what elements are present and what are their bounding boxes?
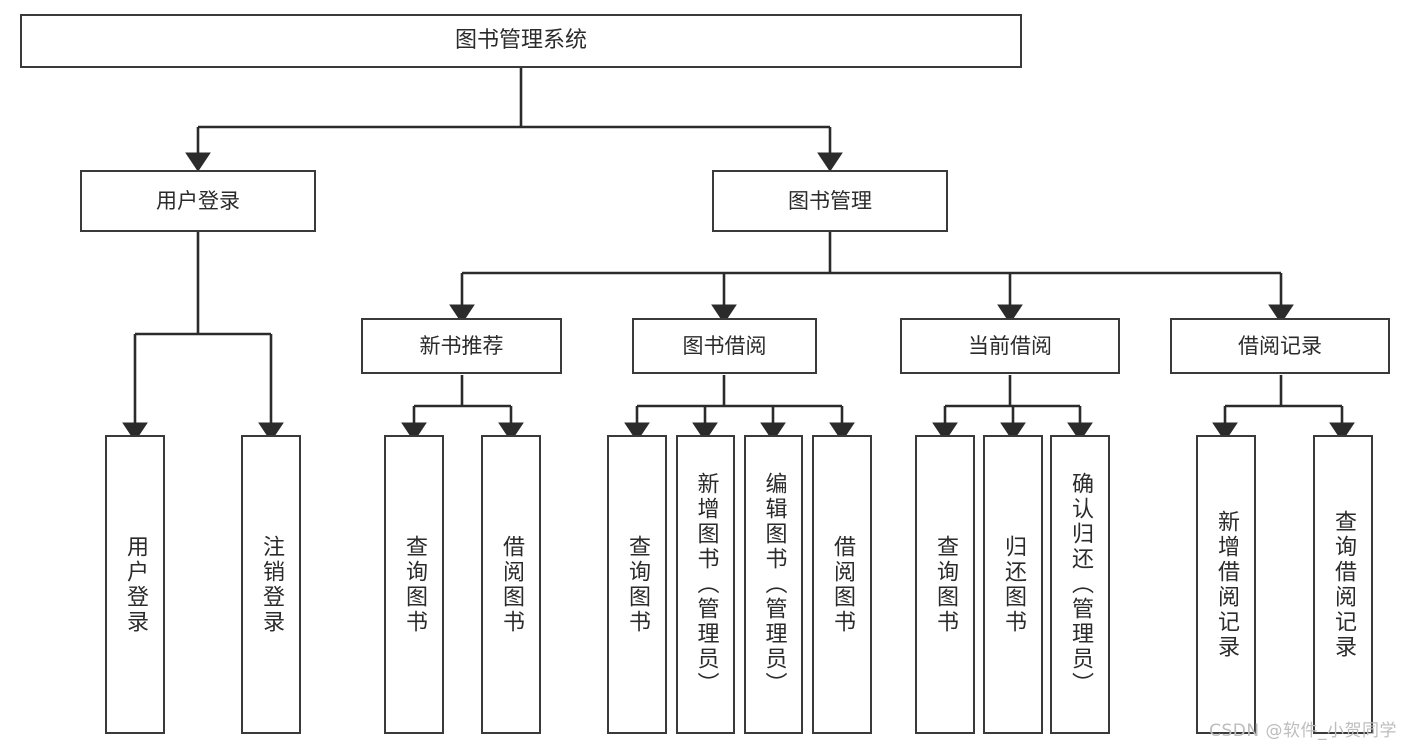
node-label: 注销登录 [259,534,284,635]
node-user-login[interactable]: 用户登录 [80,170,316,232]
node-label: 新增图书（管理员） [693,472,719,697]
node-label: 用户登录 [123,534,148,635]
leaf-add-book-admin[interactable]: 新增图书（管理员） [676,435,735,734]
node-new-book-recommend[interactable]: 新书推荐 [361,318,562,374]
watermark-text: CSDN @软件_小贺同学 [1209,721,1397,741]
node-label: 借阅记录 [1238,333,1322,358]
node-label: 查询借阅记录 [1331,509,1356,660]
leaf-add-borrow-record[interactable]: 新增借阅记录 [1196,435,1256,734]
node-label: 查询图书 [625,534,650,635]
node-label: 图书借阅 [682,333,767,358]
node-label: 确认归还（管理员） [1068,472,1093,697]
node-root-system[interactable]: 图书管理系统 [20,14,1022,68]
leaf-edit-book-admin[interactable]: 编辑图书（管理员） [744,435,803,734]
node-label: 图书管理系统 [454,28,587,54]
leaf-borrow-book[interactable]: 借阅图书 [812,435,872,734]
leaf-query-book-recommend[interactable]: 查询图书 [384,435,444,734]
leaf-user-login[interactable]: 用户登录 [105,435,165,734]
node-label: 新书推荐 [419,333,504,358]
node-label: 图书管理 [788,188,872,213]
leaf-query-book-borrow[interactable]: 查询图书 [607,435,667,734]
node-label: 归还图书 [1001,534,1026,635]
node-label: 借阅图书 [830,534,855,635]
leaf-logout[interactable]: 注销登录 [241,435,301,734]
node-label: 借阅图书 [499,534,524,635]
node-label: 编辑图书（管理员） [761,472,787,697]
node-label: 当前借阅 [968,333,1052,358]
node-label: 用户登录 [156,188,240,213]
node-label: 新增借阅记录 [1214,509,1239,660]
leaf-query-borrow-record[interactable]: 查询借阅记录 [1313,435,1373,734]
node-book-management[interactable]: 图书管理 [712,170,948,232]
node-label: 查询图书 [402,534,427,635]
node-current-borrow[interactable]: 当前借阅 [900,318,1120,374]
node-book-borrow[interactable]: 图书借阅 [632,318,817,374]
leaf-borrow-book-recommend[interactable]: 借阅图书 [481,435,541,734]
node-borrow-records[interactable]: 借阅记录 [1170,318,1390,374]
node-label: 查询图书 [933,534,958,635]
leaf-confirm-return-admin[interactable]: 确认归还（管理员） [1050,435,1110,734]
leaf-query-book-current[interactable]: 查询图书 [915,435,975,734]
leaf-return-book[interactable]: 归还图书 [983,435,1043,734]
